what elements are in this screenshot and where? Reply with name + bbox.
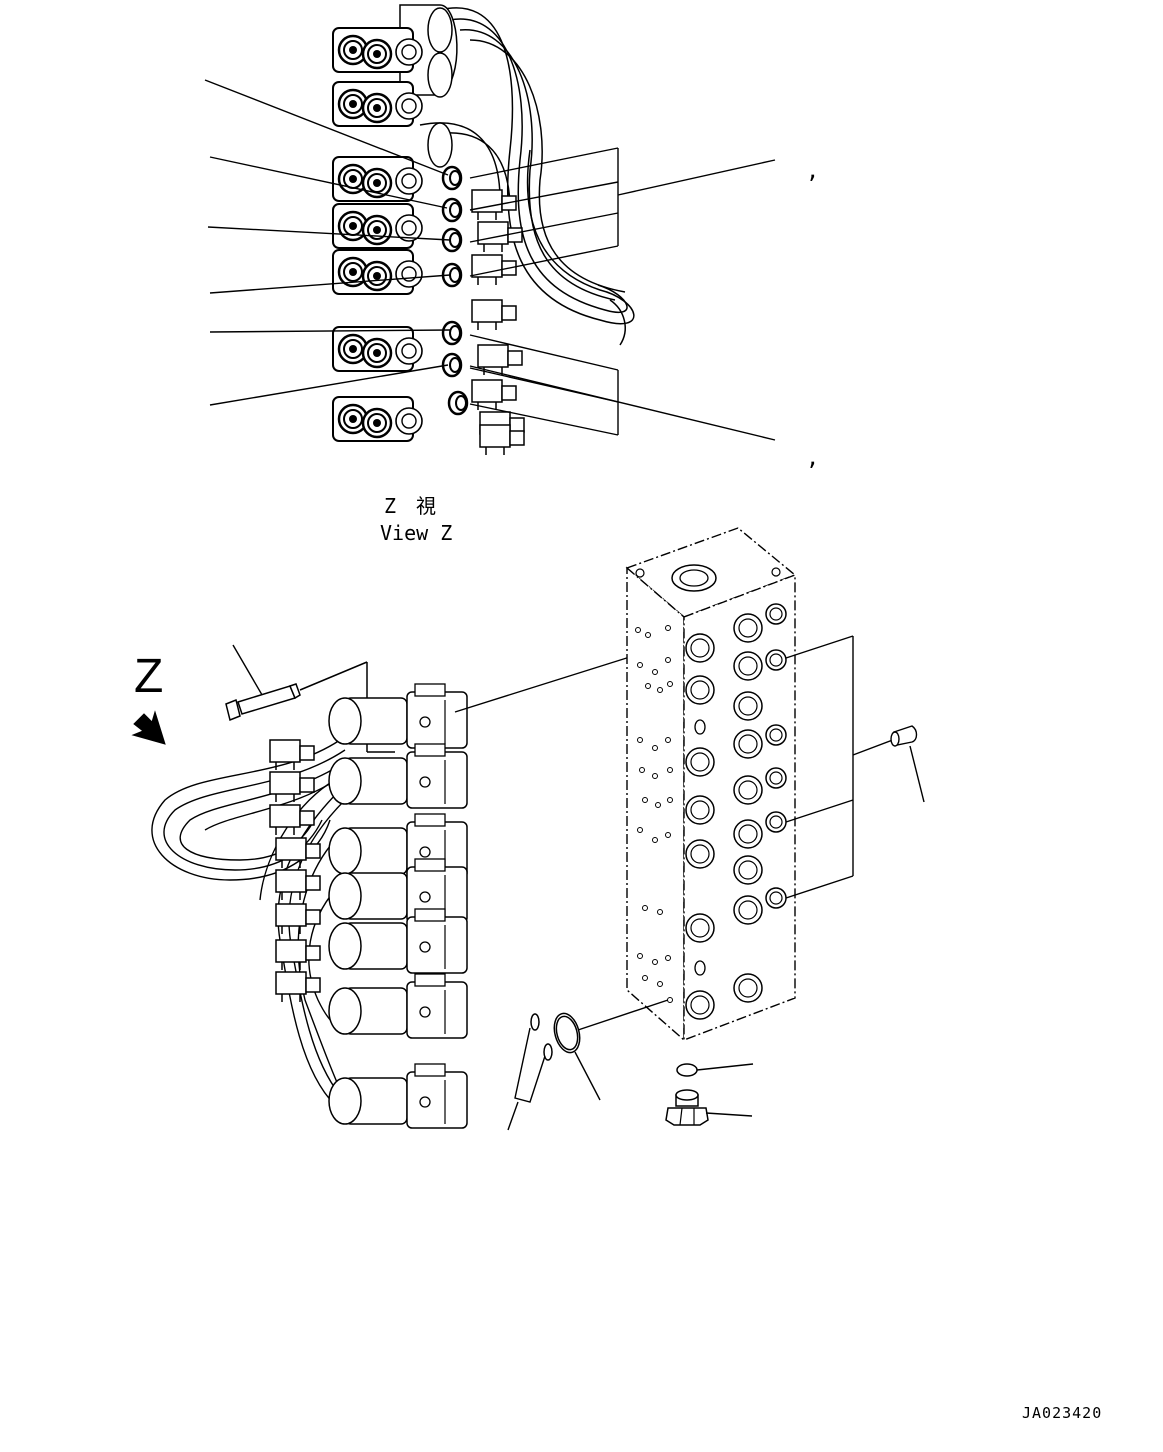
bracket-leaders-block <box>785 635 899 899</box>
view-caption-jp: Z 視 <box>384 494 436 518</box>
solenoid-stack-top <box>331 4 458 443</box>
view-z-assembly: , , Z 視 View Z <box>204 4 819 545</box>
view-direction-arrow-icon <box>131 710 166 745</box>
solenoid-head-5 <box>331 248 424 296</box>
bracket-leaders-right <box>469 147 776 441</box>
exploded-assembly: Z <box>131 527 925 1131</box>
solenoid-coil-1 <box>328 683 468 749</box>
solenoid-coils-bottom <box>328 683 468 1129</box>
connector-rings <box>441 165 469 416</box>
solenoid-head-7 <box>331 395 424 443</box>
comma-mark-upper: , <box>806 159 819 184</box>
view-marker-z: Z <box>134 650 163 703</box>
solenoid-coil-2 <box>328 743 468 809</box>
solenoid-head-4 <box>331 202 424 250</box>
plug-connectors-top <box>471 189 525 456</box>
solenoid-coil-7 <box>328 1063 468 1129</box>
solenoid-head-2 <box>331 80 424 128</box>
drawing-number: JA023420 <box>1022 1404 1102 1422</box>
harness-connectors-left <box>269 739 321 1003</box>
solenoid-head-1 <box>331 26 424 74</box>
solenoid-coil-6 <box>328 973 468 1039</box>
leader-lines-left <box>204 79 451 406</box>
plug-pin <box>890 725 925 803</box>
wire-harness-top <box>419 7 635 346</box>
solenoid-head-6 <box>331 325 424 373</box>
o-rings <box>507 999 669 1131</box>
comma-mark-lower: , <box>806 446 819 471</box>
bottom-plug <box>665 1063 754 1126</box>
solenoid-valve-block <box>625 527 797 1042</box>
solenoid-head-3 <box>331 155 424 203</box>
view-caption-en: View Z <box>380 521 452 545</box>
